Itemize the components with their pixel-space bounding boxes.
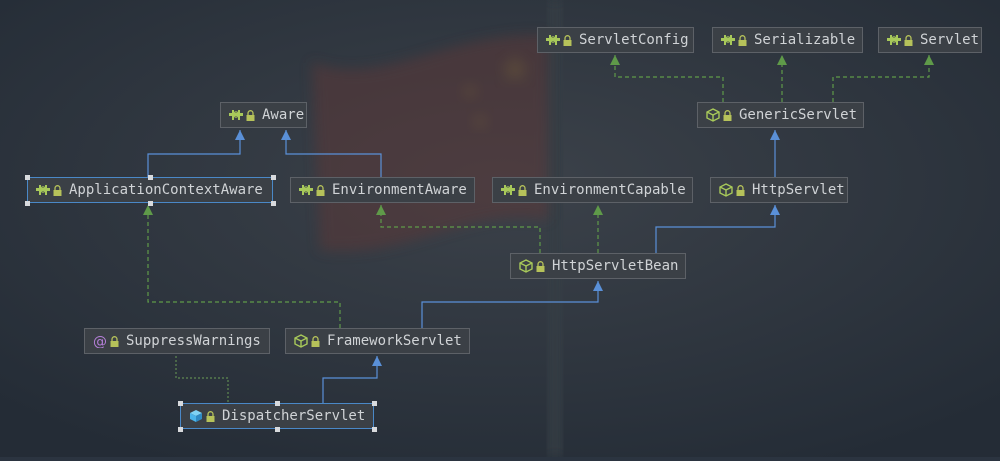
generalization-edge[interactable] [147, 130, 241, 177]
arrow-head [376, 205, 386, 215]
generalization-edge[interactable] [655, 205, 776, 253]
node-label: Servlet [920, 32, 980, 48]
abstract-class-icon [519, 259, 536, 273]
uml-node-environment-aware[interactable]: EnvironmentAware [290, 177, 475, 203]
selection-handle[interactable] [177, 426, 183, 432]
uml-node-dispatcher-servlet[interactable]: DispatcherServlet [180, 403, 374, 429]
node-label: HttpServletBean [552, 258, 679, 274]
arrow-head [593, 281, 603, 291]
node-label: DispatcherServlet [222, 408, 366, 424]
arrow-head [281, 130, 291, 140]
uml-node-http-servlet[interactable]: HttpServlet [710, 177, 848, 203]
lock-icon [206, 410, 222, 422]
uml-node-framework-servlet[interactable]: FrameworkServlet [285, 328, 470, 354]
uml-node-servlet[interactable]: Servlet [878, 27, 982, 53]
annotation-icon: @ [93, 334, 110, 348]
lock-icon [738, 34, 754, 46]
node-label: ServletConfig [579, 32, 689, 48]
generalization-edge[interactable] [322, 356, 378, 403]
uml-node-serializable[interactable]: Serializable [712, 27, 863, 53]
realization-edge[interactable] [147, 205, 341, 328]
selection-handle[interactable] [177, 400, 183, 406]
selection-handle[interactable] [270, 174, 276, 180]
interface-icon [721, 33, 738, 47]
generalization-edge[interactable] [421, 281, 599, 328]
node-label: Serializable [754, 32, 856, 48]
realization-edge[interactable] [380, 205, 541, 253]
lock-icon [723, 109, 739, 121]
uml-node-environment-capable[interactable]: EnvironmentCapable [492, 177, 693, 203]
selection-handle[interactable] [147, 200, 153, 206]
abstract-class-icon [294, 334, 311, 348]
interface-icon [546, 33, 563, 47]
uml-node-http-servlet-bean[interactable]: HttpServletBean [510, 253, 686, 279]
arrow-head [777, 55, 787, 65]
class-icon [189, 409, 206, 423]
uml-node-application-context-aware[interactable]: ApplicationContextAware [27, 177, 273, 203]
arrow-head [372, 356, 382, 366]
interface-icon [501, 183, 518, 197]
selection-handle[interactable] [24, 200, 30, 206]
uml-node-aware[interactable]: Aware [220, 102, 307, 128]
arrow-head [770, 130, 780, 140]
node-label: HttpServlet [752, 182, 845, 198]
arrow-head [143, 205, 153, 215]
arrow-head [924, 55, 934, 65]
svg-text:@: @ [93, 334, 107, 348]
selection-handle[interactable] [24, 174, 30, 180]
node-label: Aware [262, 107, 305, 123]
lock-icon [316, 184, 332, 196]
selection-handle[interactable] [371, 426, 377, 432]
selection-handle[interactable] [270, 200, 276, 206]
interface-icon [887, 33, 904, 47]
interface-icon [36, 183, 53, 197]
lock-icon [246, 109, 262, 121]
lock-icon [110, 335, 126, 347]
uml-node-servlet-config[interactable]: ServletConfig [537, 27, 694, 53]
selection-handle[interactable] [274, 426, 280, 432]
arrow-head [610, 55, 620, 65]
abstract-class-icon [719, 183, 736, 197]
node-label: ApplicationContextAware [69, 182, 263, 198]
node-label: GenericServlet [739, 107, 858, 123]
lock-icon [311, 335, 327, 347]
arrow-head [235, 130, 245, 140]
realization-edge[interactable] [614, 55, 724, 102]
interface-icon [299, 183, 316, 197]
selection-handle[interactable] [274, 400, 280, 406]
selection-handle[interactable] [147, 174, 153, 180]
lock-icon [536, 260, 552, 272]
selection-handle[interactable] [371, 400, 377, 406]
uml-node-suppress-warnings[interactable]: @ SuppressWarnings [84, 328, 270, 354]
arrow-head [593, 205, 603, 215]
arrow-head [770, 205, 780, 215]
uml-node-generic-servlet[interactable]: GenericServlet [697, 102, 864, 128]
lock-icon [563, 34, 579, 46]
node-label: EnvironmentAware [332, 182, 467, 198]
abstract-class-icon [706, 108, 723, 122]
node-label: SuppressWarnings [126, 333, 261, 349]
interface-icon [229, 108, 246, 122]
annotation-link-edge[interactable] [175, 356, 229, 403]
node-label: FrameworkServlet [327, 333, 462, 349]
node-label: EnvironmentCapable [534, 182, 686, 198]
realization-edge[interactable] [832, 55, 930, 102]
lock-icon [53, 184, 69, 196]
generalization-edge[interactable] [285, 130, 382, 177]
lock-icon [518, 184, 534, 196]
lock-icon [736, 184, 752, 196]
lock-icon [904, 34, 920, 46]
